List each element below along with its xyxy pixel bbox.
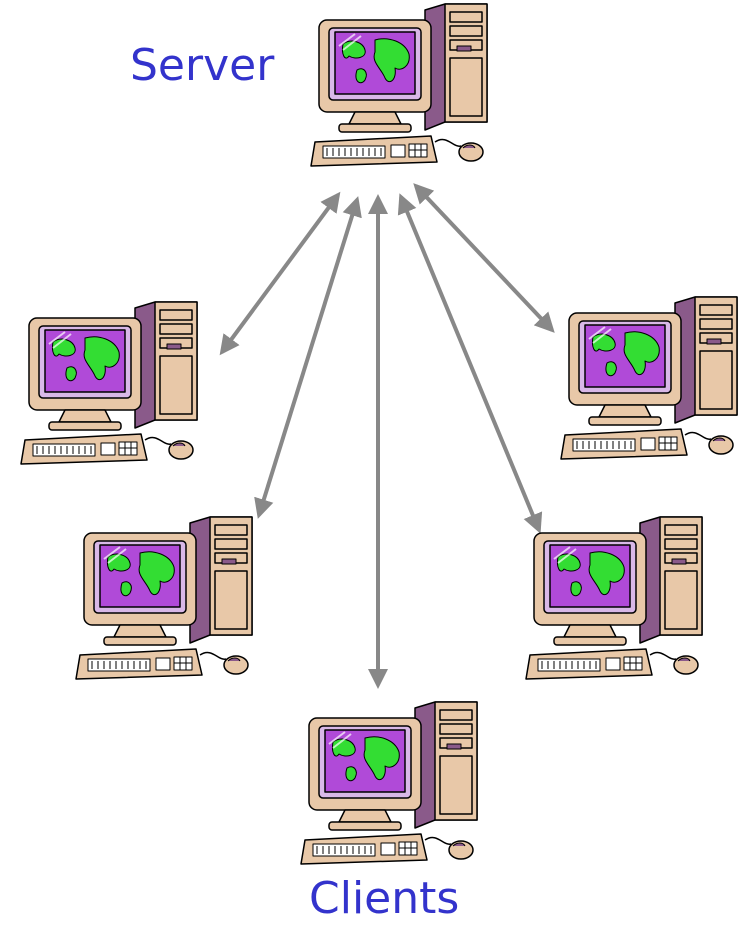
computer-icon xyxy=(15,300,205,470)
computer-icon xyxy=(520,515,710,685)
arrow-server-right-upper xyxy=(416,186,552,330)
computer-icon xyxy=(305,2,495,172)
client-computer-right-lower xyxy=(520,515,710,685)
client-computer-right-upper xyxy=(555,295,743,465)
computer-icon xyxy=(295,700,485,870)
arrow-server-left-upper xyxy=(222,195,338,352)
computer-icon xyxy=(70,515,260,685)
arrow-server-right-lower xyxy=(401,197,539,530)
computer-icon xyxy=(555,295,743,465)
client-computer-left-lower xyxy=(70,515,260,685)
client-computer-left-upper xyxy=(15,300,205,470)
server-label: Server xyxy=(130,40,274,91)
clients-label: Clients xyxy=(309,873,459,924)
arrow-server-left-lower xyxy=(259,200,357,515)
server-computer xyxy=(305,2,495,172)
client-computer-bottom xyxy=(295,700,485,870)
